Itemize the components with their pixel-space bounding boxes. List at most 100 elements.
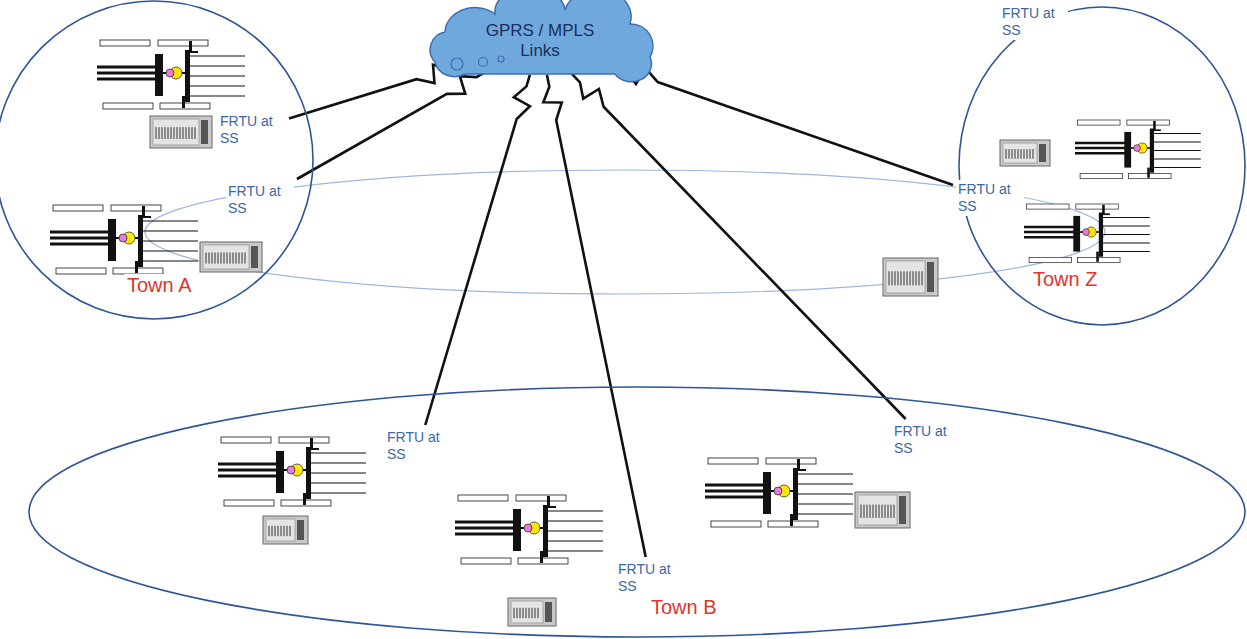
switch <box>1147 168 1150 178</box>
frtu-label-box: FRTU at SS <box>385 428 453 464</box>
outgoing-feeder <box>190 85 245 86</box>
busbar <box>108 219 116 261</box>
transformer-winding <box>774 487 782 495</box>
outgoing-feeder <box>1154 150 1201 151</box>
rack-card <box>876 505 877 518</box>
switch <box>303 493 306 505</box>
feeder-box <box>461 558 511 564</box>
rack-card <box>885 505 886 518</box>
rack-card <box>245 253 246 264</box>
rack-body <box>150 116 212 148</box>
frtu-rack <box>508 598 556 626</box>
rack-card <box>215 253 216 264</box>
substation-symbol <box>705 458 853 527</box>
rack-card <box>888 505 889 518</box>
busbar <box>276 451 284 493</box>
substation-symbol <box>455 495 603 564</box>
feeder-box <box>1080 174 1123 179</box>
switch <box>142 216 151 218</box>
frtu-label: FRTU at SS <box>956 180 1024 216</box>
frtu-rack <box>855 492 910 528</box>
rack-card <box>227 253 228 264</box>
incoming-line <box>50 243 110 246</box>
rack-card <box>910 271 911 285</box>
rack-card <box>195 127 196 139</box>
rack-card <box>1027 149 1028 159</box>
feeder-box <box>766 458 816 464</box>
busbar <box>185 50 190 102</box>
rack-card <box>284 526 285 536</box>
frtu-label-box: FRTU at SS <box>616 560 684 596</box>
rack-card <box>209 253 210 264</box>
substation-symbol <box>1024 204 1150 263</box>
feeder-box <box>1129 174 1172 179</box>
feeder-box <box>1078 120 1121 125</box>
town-name: Town A <box>124 274 194 297</box>
outgoing-feeder <box>311 472 366 473</box>
outgoing-feeder <box>798 503 853 504</box>
transformer-winding <box>287 466 295 474</box>
rack-card <box>1015 149 1016 159</box>
rack-card <box>889 271 890 285</box>
frtu-label-box: FRTU at SS <box>956 180 1024 216</box>
feeder-box <box>1027 204 1070 209</box>
substation-symbol <box>97 40 245 109</box>
busbar <box>513 509 521 551</box>
outgoing-feeder <box>311 462 366 463</box>
frtu-label: FRTU at SS <box>616 560 684 596</box>
town-region: Town BFRTU at SSFRTU at SSFRTU at SS <box>28 386 1246 638</box>
outgoing-feeder <box>548 520 603 521</box>
wire <box>303 469 306 471</box>
rack-card <box>233 253 234 264</box>
incoming-line <box>97 66 157 69</box>
outgoing-feeder <box>798 493 853 494</box>
rack-card <box>162 127 163 139</box>
outgoing-feeder <box>798 473 853 474</box>
rack-card <box>523 608 524 618</box>
rack-body <box>855 492 910 528</box>
outgoing-feeder <box>190 55 245 56</box>
outgoing-feeder <box>1154 159 1201 160</box>
rack-module <box>927 262 934 292</box>
rack-card <box>882 505 883 518</box>
network-name: GPRS / MPLS Links <box>475 21 605 62</box>
rack-card <box>189 127 190 139</box>
switch <box>310 448 319 450</box>
rack-card <box>239 253 240 264</box>
rack-card <box>1012 149 1013 159</box>
wire <box>540 527 543 529</box>
busbar <box>306 447 311 499</box>
substation-symbol <box>50 205 198 274</box>
rack-card <box>526 608 527 618</box>
rack-card <box>535 608 536 618</box>
switch <box>135 261 138 273</box>
frtu-rack <box>263 516 308 544</box>
rack-panel <box>203 245 249 269</box>
rack-card <box>159 127 160 139</box>
switch <box>1102 205 1105 214</box>
rack-card <box>275 526 276 536</box>
wire <box>1096 231 1099 233</box>
rack-panel <box>511 601 543 623</box>
rack-card <box>171 127 172 139</box>
outgoing-feeder <box>311 482 366 483</box>
rack-card <box>287 526 288 536</box>
feeder-box <box>1127 120 1170 125</box>
feeder-box <box>708 458 758 464</box>
incoming-line <box>1024 231 1075 234</box>
radio-link <box>289 65 461 119</box>
outgoing-feeder <box>798 513 853 514</box>
rack-body <box>883 258 938 296</box>
outgoing-feeder <box>548 510 603 511</box>
rack-card <box>218 253 219 264</box>
incoming-line <box>50 231 110 234</box>
network-ring <box>145 170 1105 294</box>
incoming-line <box>1024 226 1075 229</box>
switch <box>797 459 800 470</box>
switch <box>1096 252 1099 262</box>
cloud-bubble <box>479 58 488 67</box>
incoming-line <box>705 490 765 493</box>
rack-panel <box>153 119 199 145</box>
switch <box>790 514 793 526</box>
